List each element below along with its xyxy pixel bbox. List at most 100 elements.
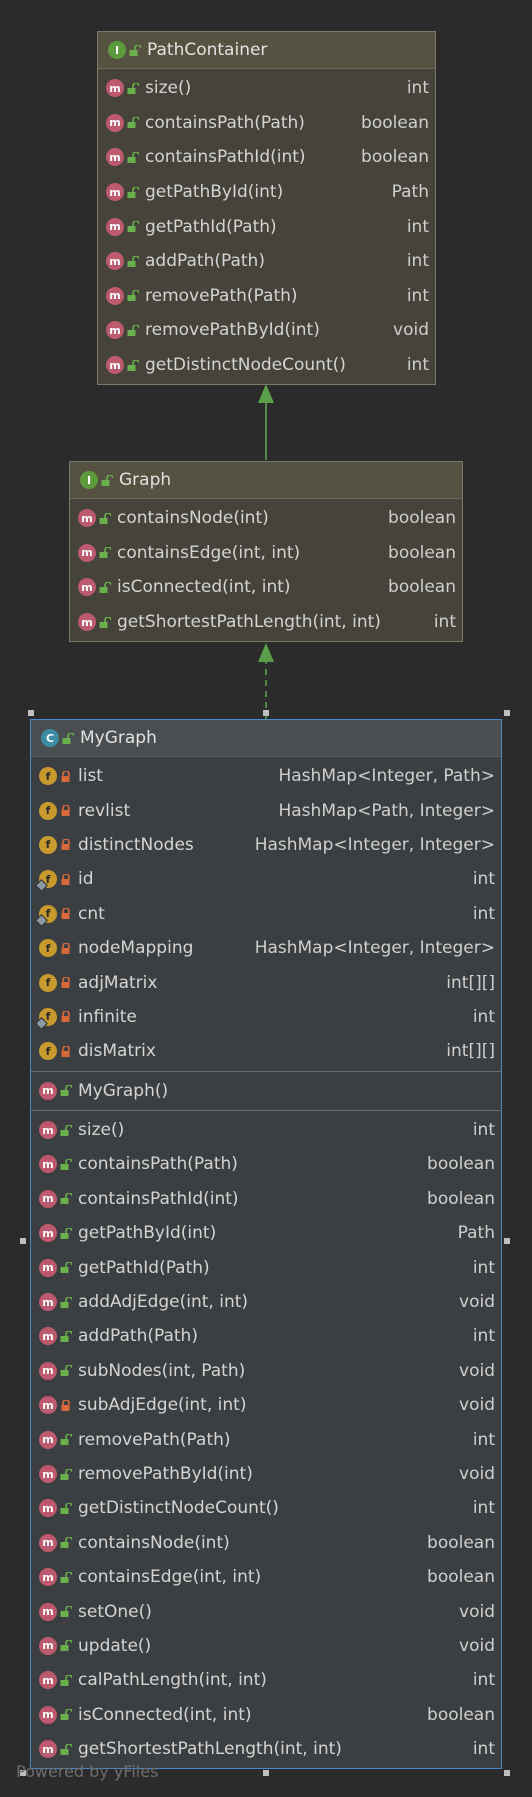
selection-handle[interactable]: [20, 1770, 26, 1776]
member-type: boolean: [427, 1154, 495, 1175]
m-circle-icon: m: [39, 1533, 57, 1552]
member-type: void: [459, 1360, 495, 1381]
f-circle-icon: f: [39, 767, 57, 786]
member-type: Path: [457, 1223, 495, 1244]
selection-handle[interactable]: [28, 710, 34, 716]
lock-open-icon: [60, 1640, 72, 1652]
node-title: Graph: [119, 470, 172, 490]
member-name: removePath(Path): [78, 1429, 231, 1450]
selection-handle[interactable]: [504, 1238, 510, 1244]
f-circle-icon: f: [39, 1042, 57, 1061]
member-type: HashMap<Path, Integer>: [278, 800, 495, 821]
lock-open-icon: [60, 1262, 72, 1274]
member-name: removePathById(int): [145, 320, 320, 341]
member-name: size(): [145, 78, 192, 99]
m-circle-icon: m: [39, 1258, 57, 1277]
lock-open-icon: [101, 474, 113, 486]
lock-open-icon: [60, 1158, 72, 1170]
selection-handle[interactable]: [504, 710, 510, 716]
member-type: void: [459, 1601, 495, 1622]
m-circle-icon: m: [39, 1121, 57, 1140]
m-circle-icon: m: [39, 1155, 57, 1174]
member-type: HashMap<Integer, Integer>: [254, 938, 495, 959]
selection-handle[interactable]: [263, 1770, 269, 1776]
member-name: containsNode(int): [117, 508, 269, 529]
node-header[interactable]: I Graph: [70, 462, 462, 499]
m-circle-icon: m: [106, 252, 124, 271]
m-circle-icon: m: [39, 1224, 57, 1243]
lock-open-icon: [127, 359, 139, 371]
member-type: int: [472, 903, 495, 924]
selection-handle[interactable]: [20, 1238, 26, 1244]
member-name: update(): [78, 1635, 152, 1656]
f-circle-icon: f: [39, 801, 57, 820]
member-name: disMatrix: [78, 1041, 156, 1062]
member-name: distinctNodes: [78, 834, 194, 855]
member-type: int[][]: [446, 1041, 495, 1062]
member-name: getShortestPathLength(int, int): [78, 1739, 342, 1760]
field-row[interactable]: f disMatrix int[][]: [31, 1034, 501, 1068]
lock-open-icon: [60, 1709, 72, 1721]
m-circle-icon: m: [39, 1740, 57, 1759]
selection-handle[interactable]: [263, 710, 269, 716]
selection-handle[interactable]: [504, 1770, 510, 1776]
m-circle-icon: m: [78, 578, 96, 597]
i-circle-icon: I: [80, 471, 98, 489]
lock-open-icon: [99, 581, 111, 593]
member-name: subNodes(int, Path): [78, 1360, 246, 1381]
m-circle-icon: m: [39, 1293, 57, 1312]
f-circle-icon: f: [35, 870, 57, 893]
lock-open-icon: [60, 1743, 72, 1755]
member-name: cnt: [78, 903, 105, 924]
member-type: boolean: [361, 112, 429, 133]
lock-closed-icon: [61, 1045, 70, 1057]
lock-open-icon: [127, 290, 139, 302]
